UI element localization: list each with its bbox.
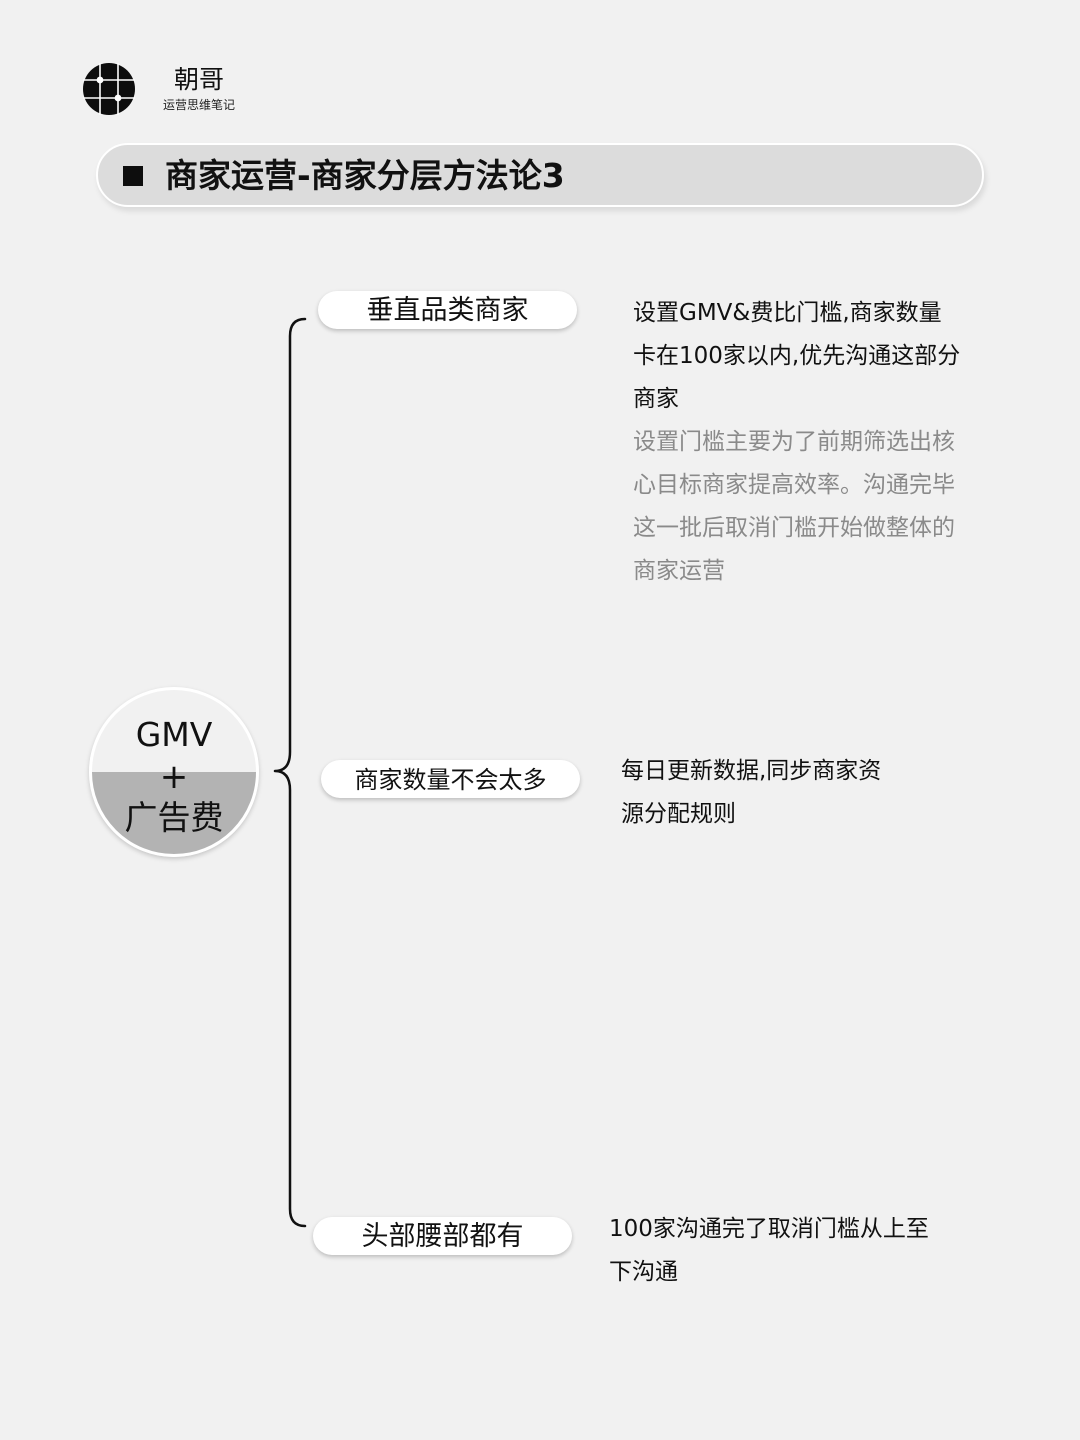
branch-note-merchant-count: 每日更新数据,同步商家资 源分配规则 bbox=[621, 750, 881, 836]
branch-node-head-waist: 头部腰部都有 bbox=[313, 1217, 572, 1255]
note-line-secondary: 商家运营 bbox=[633, 558, 725, 584]
note-line-secondary: 这一批后取消门槛开始做整体的 bbox=[633, 515, 955, 541]
branch-note-head-waist: 100家沟通完了取消门槛从上至 下沟通 bbox=[609, 1208, 929, 1294]
note-line: 卡在100家以内,优先沟通这部分 bbox=[633, 343, 961, 369]
note-line-secondary: 设置门槛主要为了前期筛选出核 bbox=[633, 429, 955, 455]
grid-globe-icon bbox=[83, 63, 135, 115]
page-title: 商家运营-商家分层方法论3 bbox=[165, 156, 565, 195]
note-line: 100家沟通完了取消门槛从上至 bbox=[609, 1216, 929, 1242]
branch-node-merchant-count: 商家数量不会太多 bbox=[321, 760, 580, 798]
note-line-secondary: 心目标商家提高效率。沟通完毕 bbox=[633, 472, 955, 498]
center-node-line-3: 广告费 bbox=[124, 798, 224, 837]
note-line: 源分配规则 bbox=[621, 801, 736, 827]
note-line: 每日更新数据,同步商家资 bbox=[621, 758, 882, 784]
brand-name: 朝哥 bbox=[174, 65, 225, 94]
note-line: 下沟通 bbox=[609, 1259, 678, 1285]
title-square-icon bbox=[123, 166, 143, 186]
title-bar: 商家运营-商家分层方法论3 bbox=[96, 143, 984, 207]
note-line: 商家 bbox=[633, 386, 679, 412]
center-node-line-2: + bbox=[159, 757, 189, 797]
center-node-line-1: GMV bbox=[135, 715, 213, 754]
note-line: 设置GMV&费比门槛,商家数量 bbox=[633, 300, 942, 326]
center-node: GMV + 广告费 bbox=[89, 687, 259, 857]
branch-note-vertical-category: 设置GMV&费比门槛,商家数量 卡在100家以内,优先沟通这部分 商家 设置门槛… bbox=[633, 292, 960, 593]
branch-node-vertical-category: 垂直品类商家 bbox=[318, 291, 577, 329]
brand-tagline: 运营思维笔记 bbox=[163, 98, 236, 112]
